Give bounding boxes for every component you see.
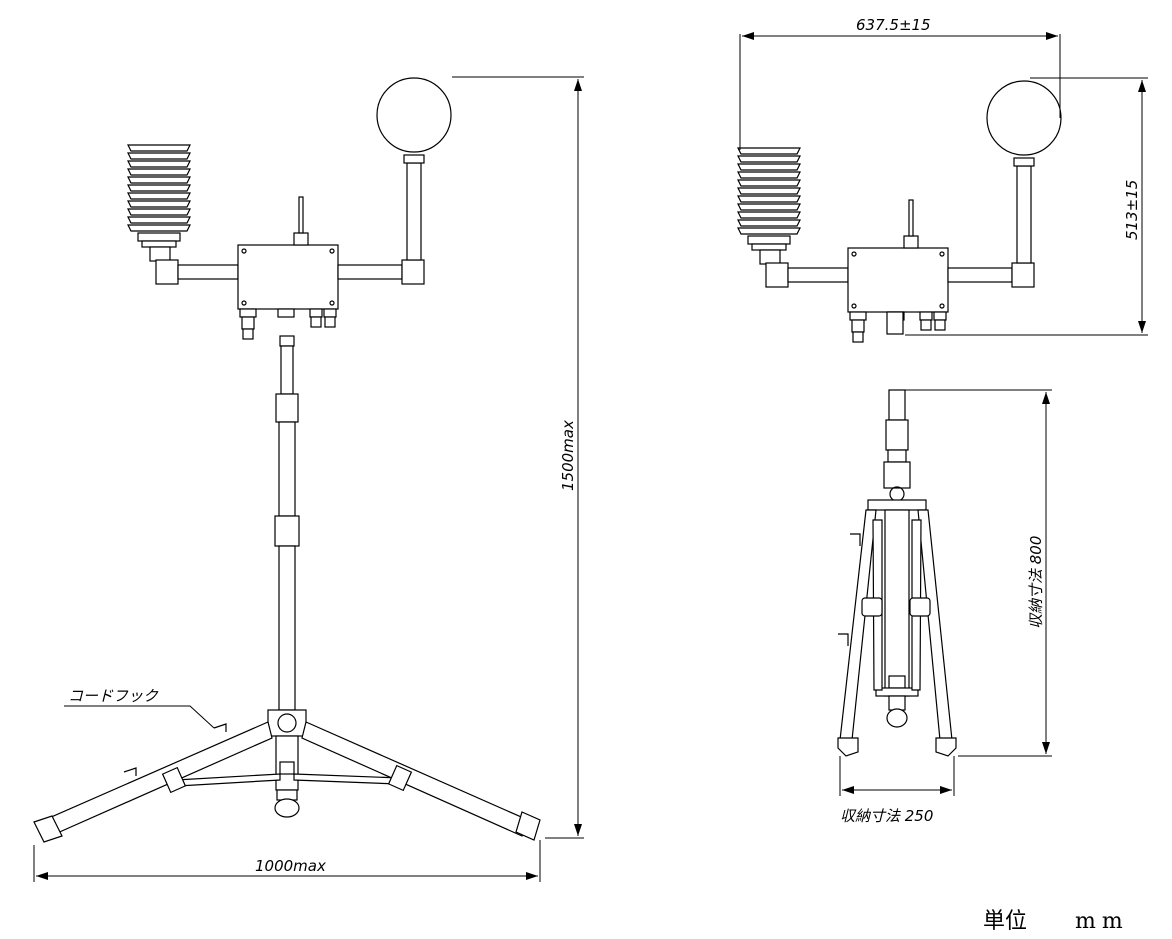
dimension-head-width <box>739 32 1061 150</box>
stowed-view <box>837 389 957 757</box>
cord-hook-label: コードフック <box>68 687 159 705</box>
dimension-total-width <box>33 840 541 882</box>
dimension-total-height <box>452 76 584 839</box>
dimension-stowed-width <box>839 756 955 796</box>
unit-note: 単位 mm <box>983 903 1129 935</box>
dimension-total-height-label: 1500max <box>559 420 577 491</box>
dimension-head-height <box>905 77 1148 336</box>
dimension-stowed-width-label: 収納寸法 250 <box>840 807 933 825</box>
dimension-total-width-label: 1000max <box>255 857 326 875</box>
dimension-head-height-label: 513±15 <box>1123 180 1141 240</box>
dimension-stowed-height-label: 収納寸法 800 <box>1027 536 1045 629</box>
unit-value: mm <box>1075 909 1129 934</box>
dimension-head-width-label: 637.5±15 <box>856 16 931 34</box>
dimension-stowed-height <box>905 389 1052 757</box>
head-view <box>738 81 1061 342</box>
full-view <box>33 78 541 843</box>
unit-label: 単位 <box>983 909 1028 934</box>
